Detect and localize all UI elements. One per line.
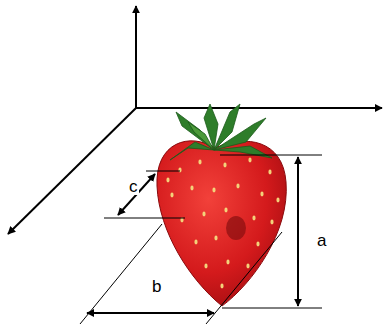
seed xyxy=(212,188,215,193)
seed xyxy=(252,216,255,221)
seed xyxy=(166,178,169,183)
dimension-label: c xyxy=(128,178,139,195)
seed xyxy=(202,212,205,217)
seed xyxy=(220,284,223,289)
dimension-label: a xyxy=(316,232,327,249)
strawberry-body xyxy=(157,141,286,306)
seed xyxy=(260,192,263,197)
seed xyxy=(170,193,173,198)
seed xyxy=(198,160,201,165)
seed xyxy=(270,220,273,225)
seed xyxy=(223,163,226,168)
dimension-b xyxy=(80,224,282,324)
seed xyxy=(224,208,227,213)
seed xyxy=(194,240,197,245)
seed xyxy=(204,264,207,269)
seed xyxy=(256,242,259,247)
strawberry-seeds xyxy=(166,158,279,289)
seed xyxy=(226,260,229,265)
seed xyxy=(276,198,279,203)
seed xyxy=(190,186,193,191)
strawberry-leaves xyxy=(170,104,272,160)
dimension-label: b xyxy=(151,278,162,295)
seed xyxy=(236,184,239,189)
seed xyxy=(178,168,181,173)
dimension-c xyxy=(104,171,185,218)
seed xyxy=(214,236,217,241)
seed xyxy=(246,264,249,269)
dimension-a xyxy=(220,155,322,308)
seed xyxy=(248,158,251,163)
seed xyxy=(268,170,271,175)
